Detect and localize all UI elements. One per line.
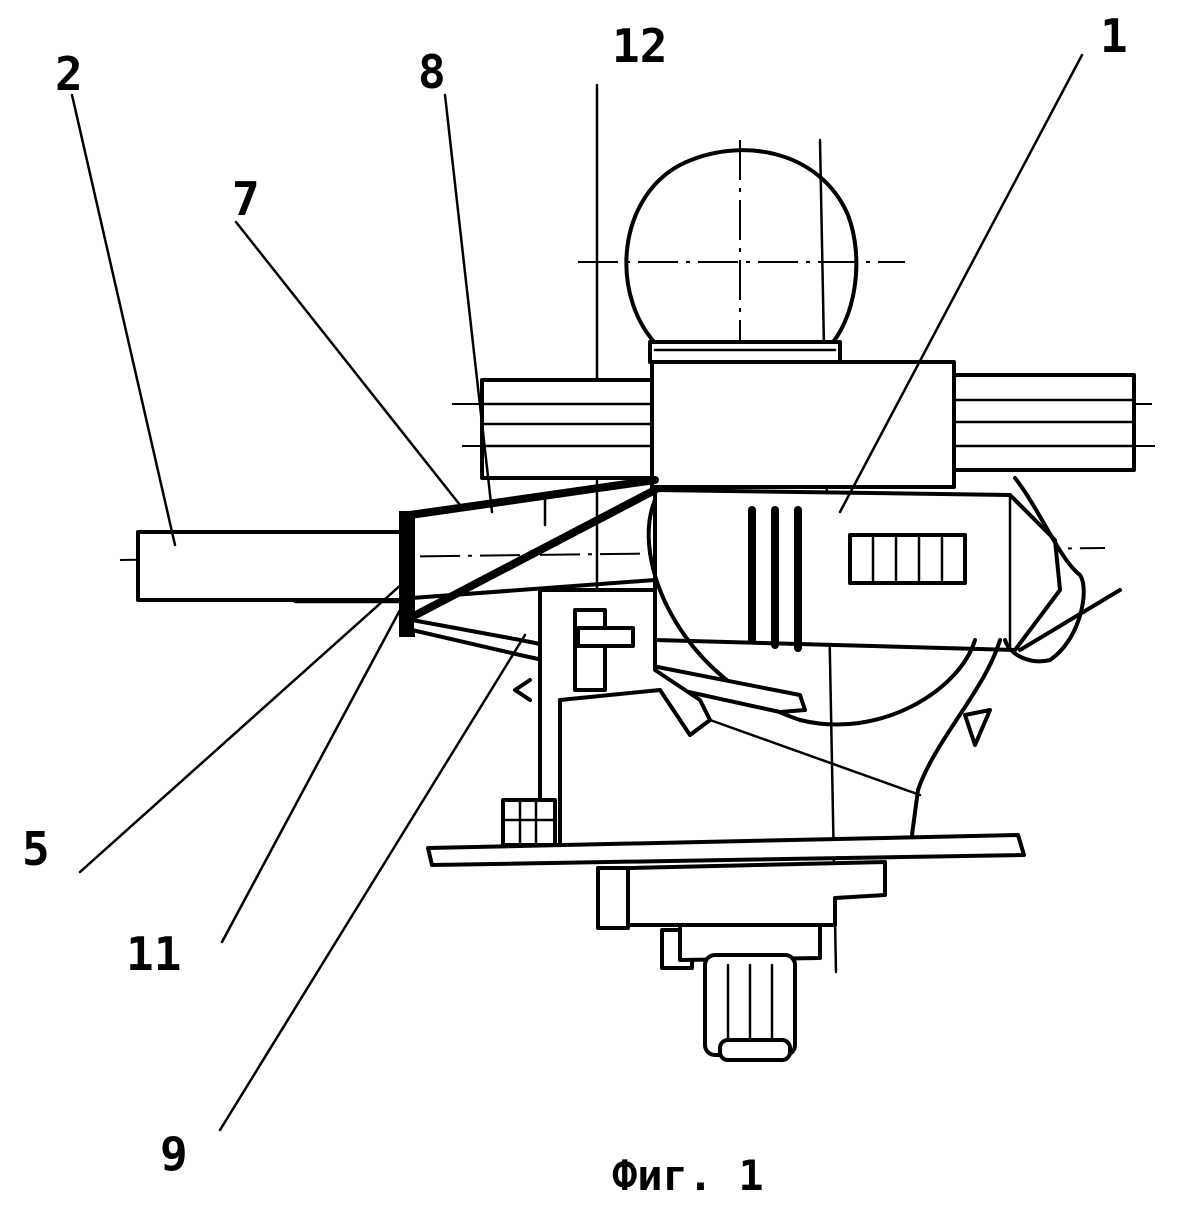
right-bar-block <box>954 375 1134 470</box>
label-1: 1 <box>1100 9 1128 63</box>
base-plate <box>428 800 1024 865</box>
label-9: 9 <box>160 1127 188 1181</box>
label-8: 8 <box>418 45 446 99</box>
label-5: 5 <box>22 822 50 876</box>
figure-caption: Фиг. 1 <box>612 1151 764 1200</box>
label-7: 7 <box>232 172 260 226</box>
motor-assembly <box>598 862 885 1060</box>
label-11: 11 <box>126 927 181 981</box>
label-12: 12 <box>612 19 667 73</box>
left-bar-block <box>482 380 652 478</box>
left-shaft <box>138 532 408 602</box>
label-2: 2 <box>55 47 83 101</box>
